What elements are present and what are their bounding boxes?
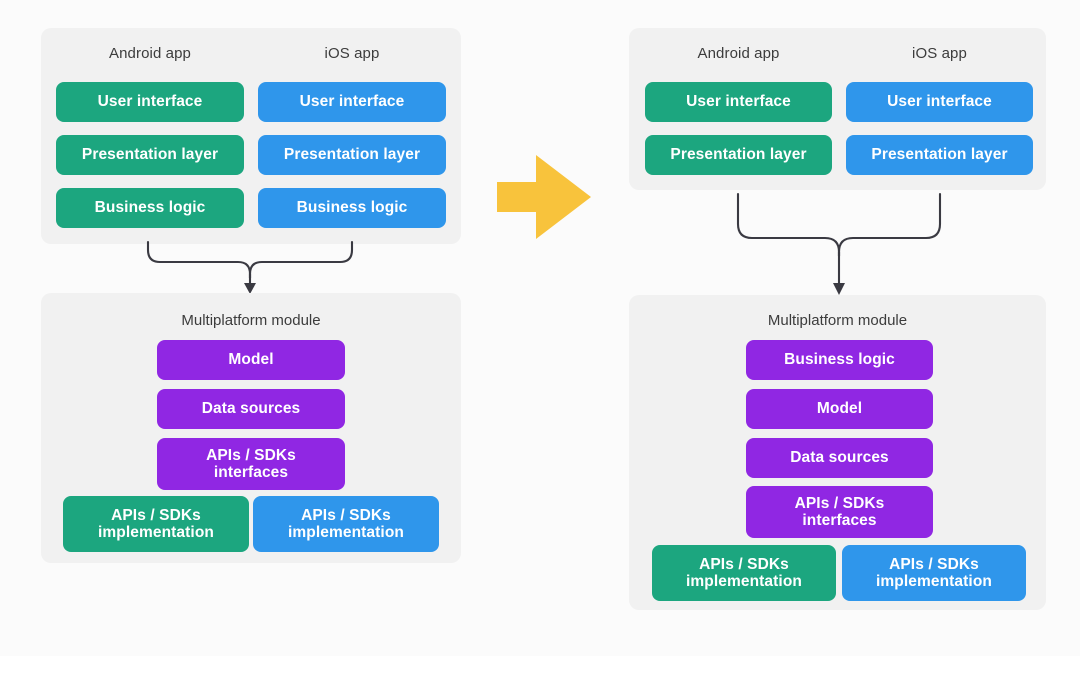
before-ios-block-presentation-layer[interactable]: Presentation layer	[258, 135, 446, 175]
block-line-2: implementation	[686, 573, 802, 590]
after-shared-block-apis-sdks-interfaces[interactable]: APIs / SDKs interfaces	[746, 486, 933, 538]
block-line-2: interfaces	[213, 464, 289, 481]
block-line-2: implementation	[98, 524, 214, 541]
before-android-block-user-interface[interactable]: User interface	[56, 82, 244, 122]
before-shared-block-apis-sdks-interfaces[interactable]: APIs / SDKs interfaces	[157, 438, 345, 490]
after-shared-block-model[interactable]: Model	[746, 389, 933, 429]
block-line-1: APIs / SDKs	[111, 506, 201, 524]
after-android-block-apis-sdks-implementation[interactable]: APIs / SDKs implementation	[652, 545, 836, 601]
after-ios-block-user-interface[interactable]: User interface	[846, 82, 1033, 122]
block-line-2: interfaces	[802, 512, 877, 529]
before-android-block-apis-sdks-implementation[interactable]: APIs / SDKs implementation	[63, 496, 249, 552]
before-ios-column-header: iOS app	[324, 45, 380, 62]
block-line-1: APIs / SDKs	[889, 555, 979, 573]
before-merge-connector	[146, 240, 354, 294]
block-line-1: APIs / SDKs	[794, 494, 885, 512]
after-shared-block-data-sources[interactable]: Data sources	[746, 438, 933, 478]
block-line-2: implementation	[288, 524, 404, 541]
before-shared-block-model[interactable]: Model	[157, 340, 345, 380]
before-ios-block-user-interface[interactable]: User interface	[258, 82, 446, 122]
before-ios-block-apis-sdks-implementation[interactable]: APIs / SDKs implementation	[253, 496, 439, 552]
after-shared-block-business-logic[interactable]: Business logic	[746, 340, 933, 380]
after-android-column-header: Android app	[697, 45, 780, 62]
after-ios-column-header: iOS app	[912, 45, 967, 62]
block-line-1: APIs / SDKs	[206, 446, 296, 464]
before-shared-block-data-sources[interactable]: Data sources	[157, 389, 345, 429]
after-android-block-user-interface[interactable]: User interface	[645, 82, 832, 122]
before-android-block-business-logic[interactable]: Business logic	[56, 188, 244, 228]
before-module-header: Multiplatform module	[181, 312, 321, 329]
after-ios-block-apis-sdks-implementation[interactable]: APIs / SDKs implementation	[842, 545, 1026, 601]
after-merge-connector	[736, 192, 942, 295]
before-android-block-presentation-layer[interactable]: Presentation layer	[56, 135, 244, 175]
block-line-1: APIs / SDKs	[301, 506, 391, 524]
block-line-1: APIs / SDKs	[699, 555, 789, 573]
before-android-column-header: Android app	[109, 45, 191, 62]
after-ios-block-presentation-layer[interactable]: Presentation layer	[846, 135, 1033, 175]
block-line-2: implementation	[876, 573, 992, 590]
before-ios-block-business-logic[interactable]: Business logic	[258, 188, 446, 228]
after-android-block-presentation-layer[interactable]: Presentation layer	[645, 135, 832, 175]
after-module-header: Multiplatform module	[767, 312, 908, 329]
transform-right-arrow-icon	[497, 155, 591, 239]
